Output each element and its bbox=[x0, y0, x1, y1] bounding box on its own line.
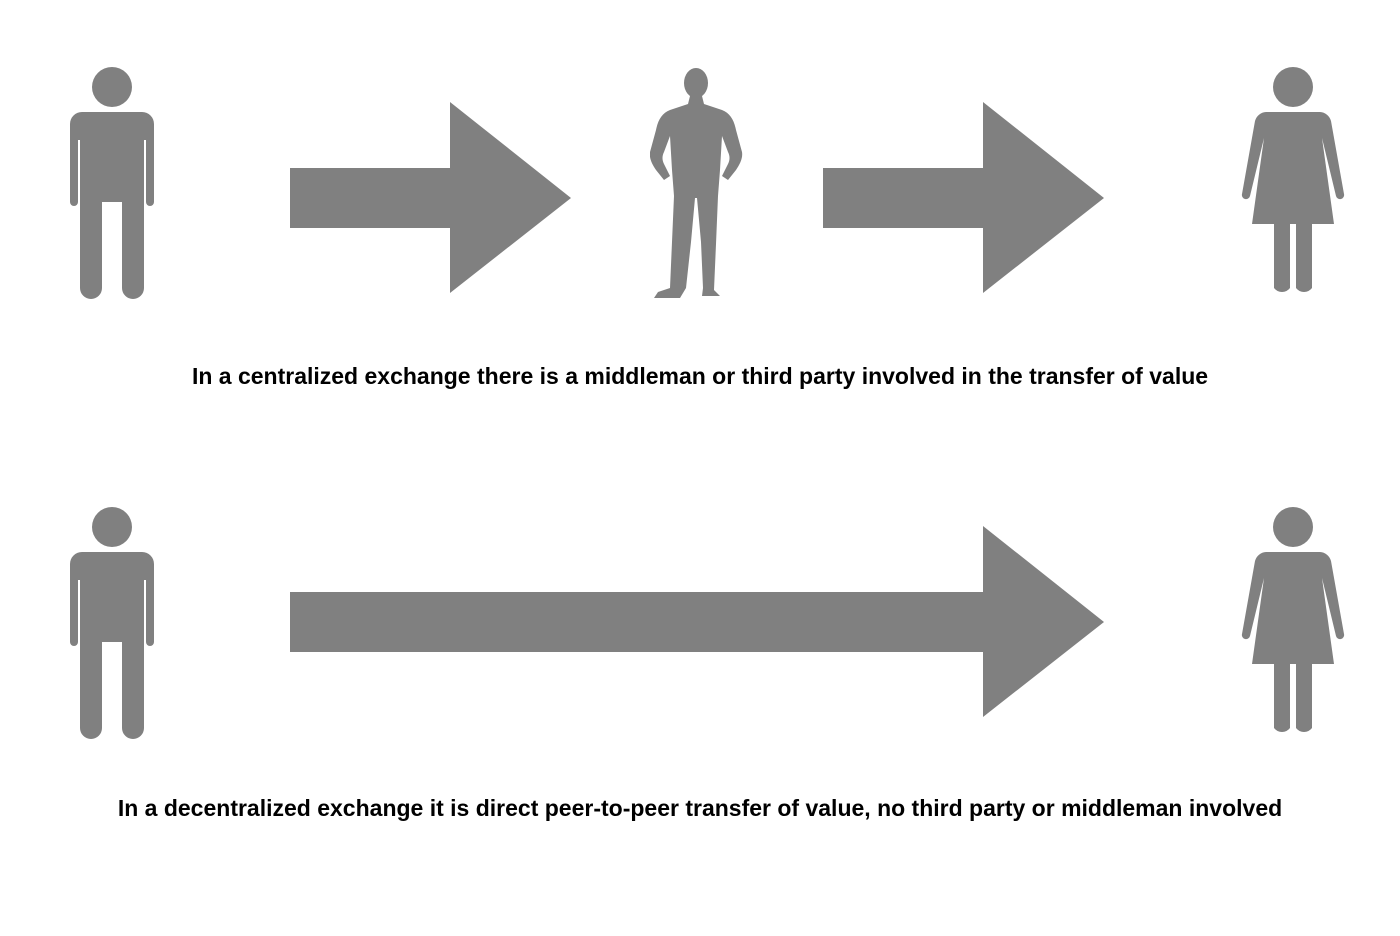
decentralized-caption: In a decentralized exchange it is direct… bbox=[117, 795, 1283, 821]
transfer-arrow-icon bbox=[823, 102, 1104, 293]
receiver-woman-icon bbox=[1241, 507, 1345, 732]
transfer-arrow-icon bbox=[290, 102, 571, 293]
receiver-woman-icon bbox=[1241, 67, 1345, 292]
middleman-silhouette-icon bbox=[650, 68, 743, 298]
sender-man-icon bbox=[70, 67, 154, 299]
centralized-caption: In a centralized exchange there is a mid… bbox=[191, 363, 1209, 389]
direct-transfer-arrow-icon bbox=[290, 526, 1104, 717]
sender-man-icon bbox=[70, 507, 154, 739]
